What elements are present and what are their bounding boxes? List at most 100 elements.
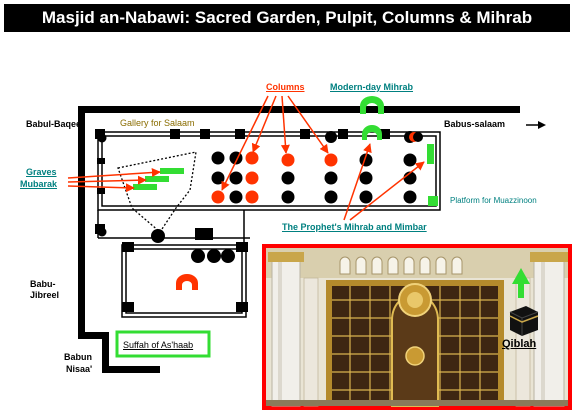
graves-arrow [67,183,135,193]
mosque-walls [78,106,520,373]
column [151,229,165,243]
mimbar-marker [427,144,434,164]
suffah-platform [115,330,211,358]
label-prophets-mihrab: The Prophet's Mihrab and Mimbar [282,222,427,232]
title-bar: Masjid an-Nabawi: Sacred Garden, Pulpit,… [4,4,570,32]
southern-arch-icon [176,274,198,290]
column [325,131,337,143]
kaaba-icon [509,306,539,336]
column [413,132,423,142]
highlighted-column [324,153,338,167]
pier [300,129,310,139]
graves-enclosure [117,151,197,233]
pier [338,129,348,139]
column [207,249,221,263]
column [97,227,107,237]
grave-marker [133,184,157,190]
pier [236,302,248,312]
label-suffah: Suffah of As'haab [123,340,194,350]
mihrab-arrow [343,143,372,221]
column [211,151,225,165]
muazzinoon-platform [428,196,438,206]
mimbar-arrow [349,161,425,221]
label-muazzinoon: Platform for Muazzinoon [450,196,537,205]
column [281,190,295,204]
gate-post [97,188,105,194]
column [324,190,338,204]
highlighted-column [245,190,259,204]
pointer-arrows [67,95,425,221]
label-columns: Columns [266,82,305,92]
label-gallery: Gallery for Salaam [120,118,195,128]
north-wall [78,106,520,113]
west-wall-lower [102,332,109,372]
southern-court-outline [121,244,247,318]
gate-posts [97,158,105,194]
column [229,190,243,204]
columns-highlighted [211,132,419,204]
label-babu-jibreel-line2: Jibreel [30,290,60,300]
graves-arrow [67,168,161,179]
label-qiblah: Qiblah [502,338,537,350]
photo-medallion-center [407,292,423,308]
up-arrow-icon [512,268,530,298]
pier [380,129,390,139]
green-markers [133,144,438,206]
grave-marker [145,176,169,182]
label-graves-line1: Graves [26,167,57,177]
gate-post [97,158,105,164]
column [221,249,235,263]
columns-arrow [280,95,290,154]
label-babun-nisaa-line1: Babun [64,352,92,362]
west-wall-step [78,332,108,339]
pier [200,129,210,139]
modern-mihrab-icon [360,96,384,114]
diagram-title: Masjid an-Nabawi: Sacred Garden, Pulpit,… [41,8,533,27]
rawdah-outline [97,131,441,211]
columns-arrow [287,95,329,154]
highlighted-column [245,151,259,165]
pier [170,129,180,139]
column [97,133,107,143]
highlighted-column [281,153,295,167]
column [403,190,417,204]
label-babus-salaam: Babus-salaam [444,119,506,129]
column [359,190,373,204]
rawdah-inner-outline [101,135,437,207]
label-modern-mihrab: Modern-day Mihrab [330,82,414,92]
pier [122,302,134,312]
graves-arrow [67,175,147,185]
column [403,153,417,167]
southern-court-inner [125,248,243,314]
photo-upper-wall [266,248,568,278]
west-wall [78,106,85,338]
label-graves-line2: Mubarak [20,179,58,189]
columns-arrow [251,95,277,153]
right-arrow-icon [526,121,546,129]
column [281,171,295,185]
label-babul-baqee: Babul-Baqee' [26,119,84,129]
highlighted-column [245,171,259,185]
pier [195,228,213,240]
highlighted-column [211,190,225,204]
south-wall [102,366,160,373]
inner-enclosures [97,131,441,318]
label-babu-jibreel-line1: Babu- [30,279,56,289]
pier [122,242,134,252]
photo-windows [339,256,463,275]
column [191,249,205,263]
columns-arrow [221,95,269,191]
photo-floor [266,400,568,406]
pier [235,129,245,139]
pier [236,242,248,252]
column [359,171,373,185]
mihrabs [176,96,384,290]
grave-marker [160,168,184,174]
column [211,171,225,185]
column [229,171,243,185]
column [324,171,338,185]
label-babun-nisaa-line2: Nisaa' [66,364,93,374]
photo-door-ornament [405,346,425,366]
